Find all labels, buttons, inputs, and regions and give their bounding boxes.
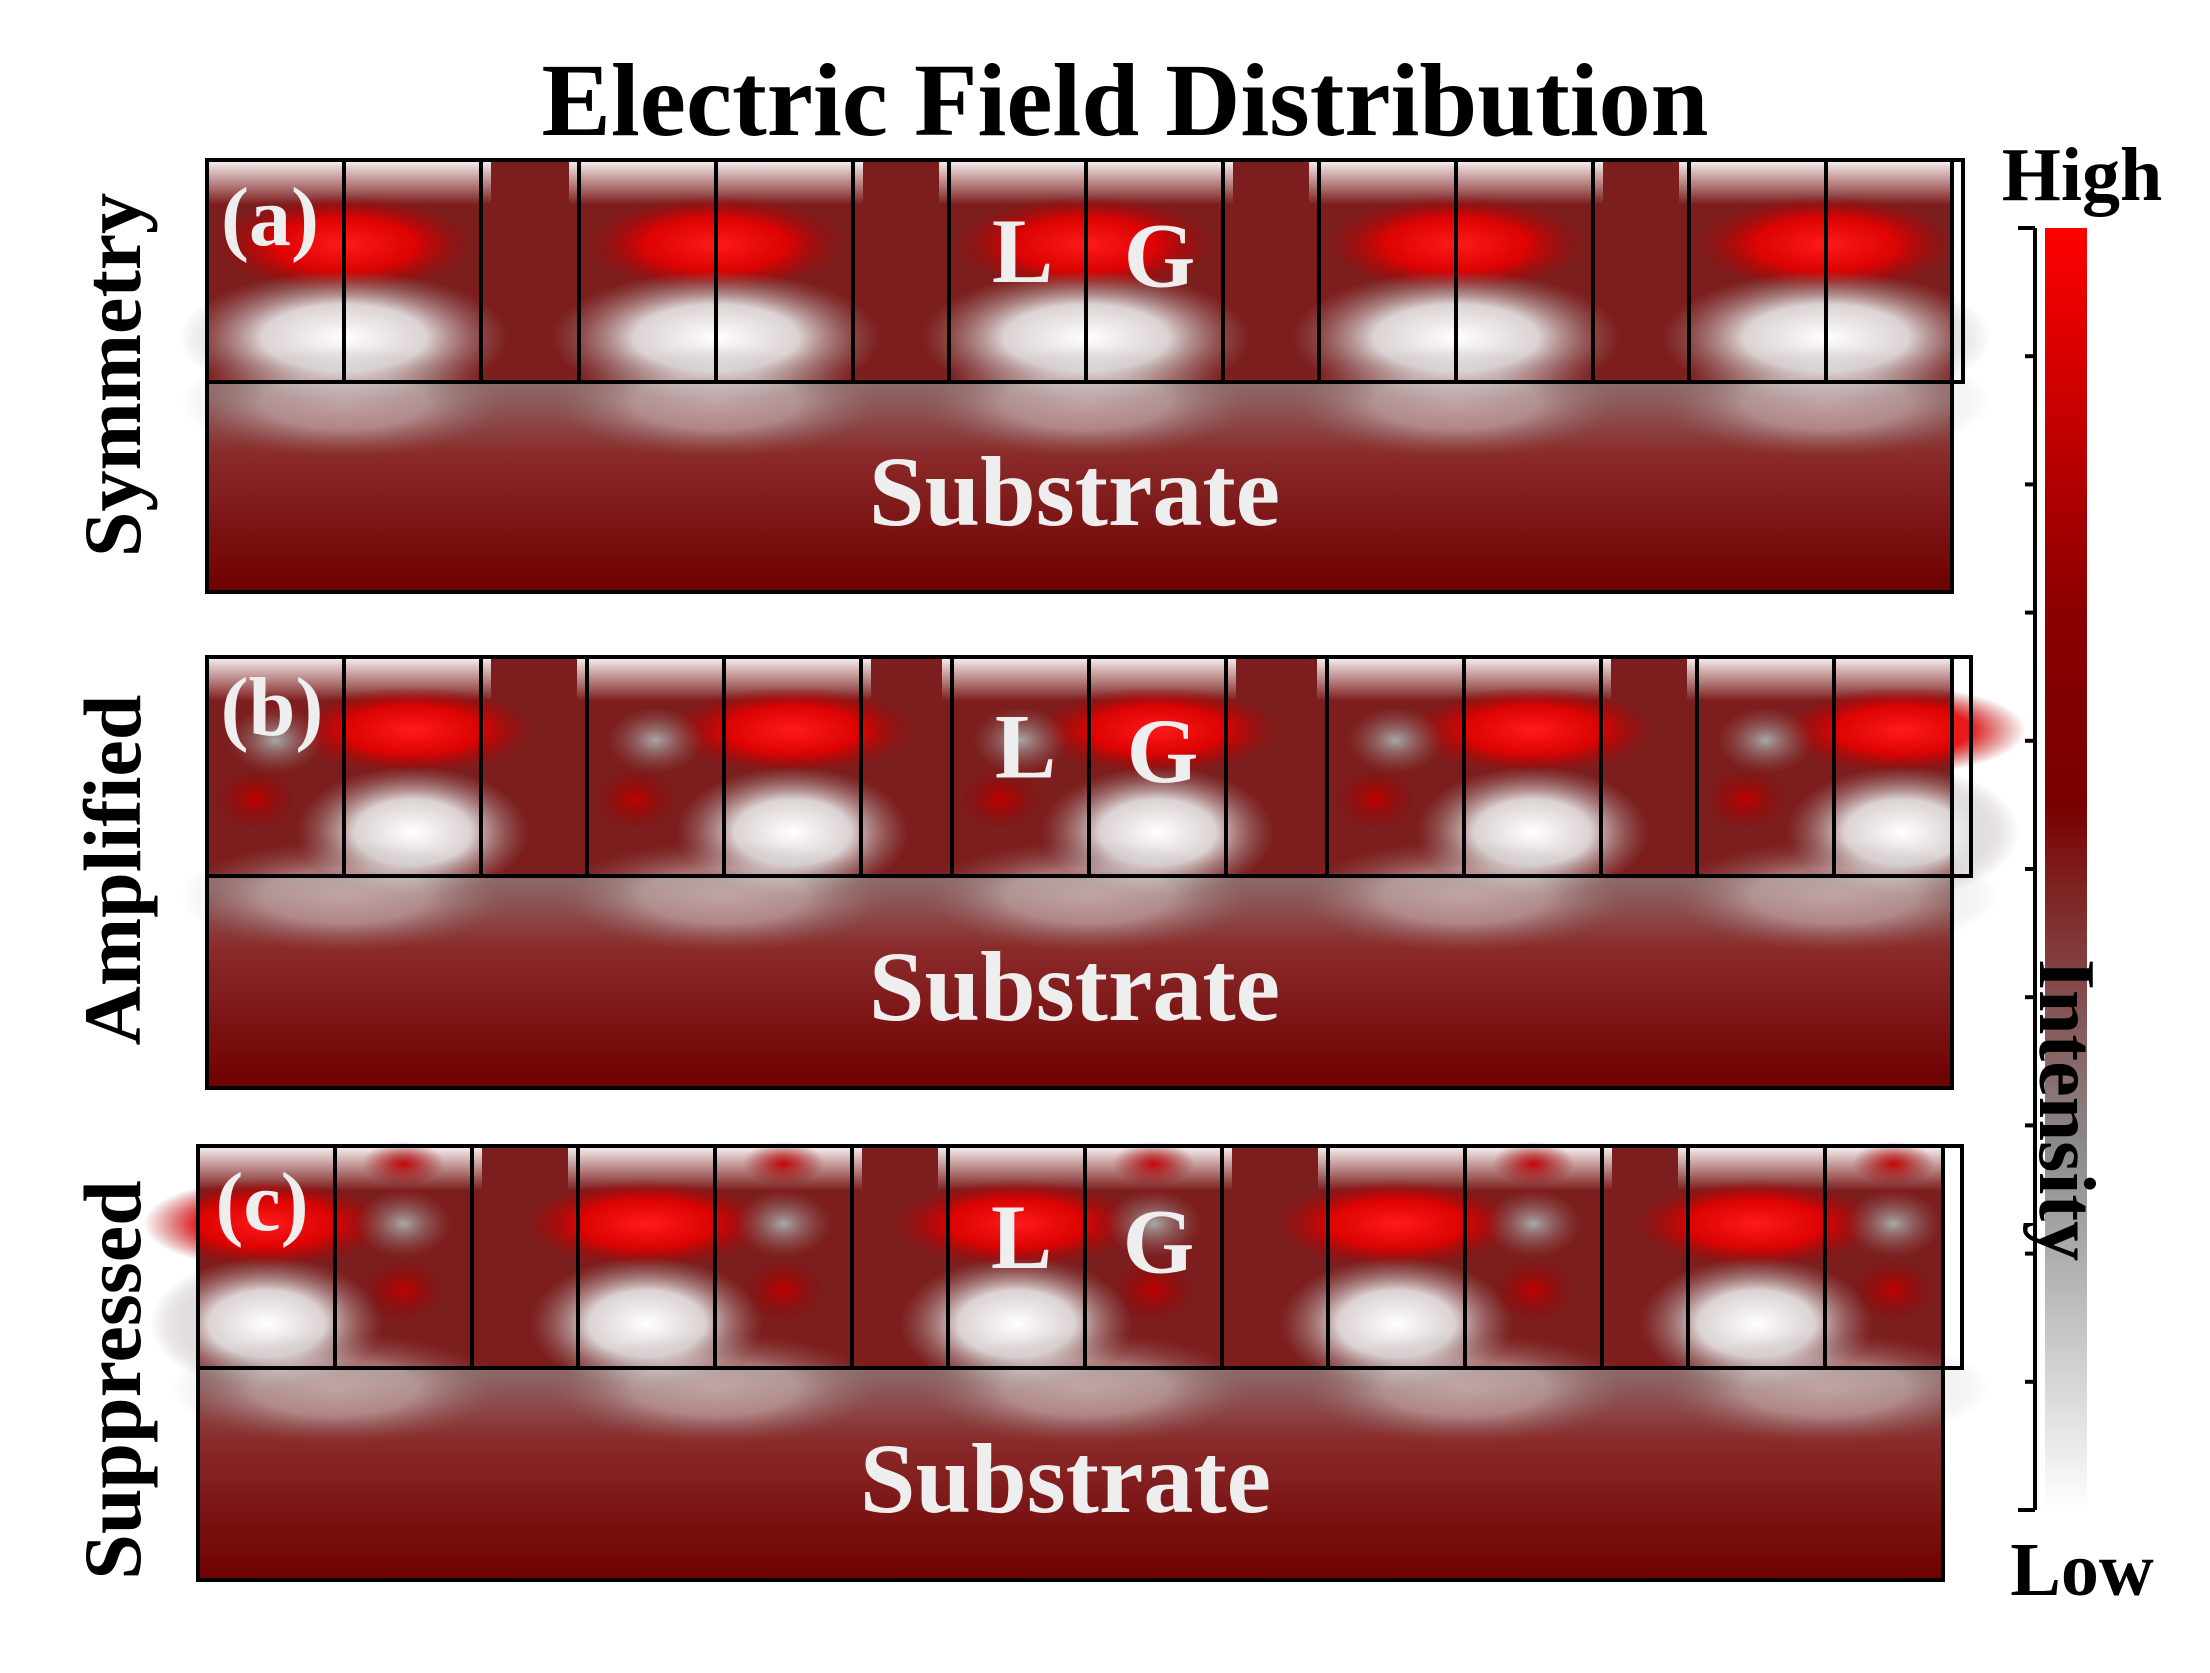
- cell-label-l: L: [992, 200, 1053, 302]
- cell-label-l: L: [995, 695, 1056, 797]
- substrate-region: [205, 874, 1954, 1090]
- cell-label-g: G: [1124, 205, 1196, 307]
- row-label-amplified: Amplified: [67, 695, 158, 1046]
- substrate-label: Substrate: [860, 1423, 1271, 1534]
- substrate-region: [196, 1366, 1945, 1582]
- colorbar-ticks: [2018, 226, 2035, 1512]
- colorbar-axis-label: Intensity: [2022, 959, 2110, 1261]
- row-label-suppressed: Suppressed: [67, 1180, 158, 1580]
- panel-tag: (c): [215, 1156, 308, 1249]
- colorbar-gradient: [2045, 228, 2087, 1510]
- substrate-region: [205, 380, 1954, 594]
- colorbar: High Low Intensity: [2002, 133, 2163, 1612]
- figure-title: Electric Field Distribution: [542, 43, 1709, 158]
- cell-label-g: G: [1123, 1191, 1195, 1293]
- row-label-symmetry: Symmetry: [67, 193, 158, 557]
- substrate-label: Substrate: [869, 931, 1280, 1042]
- substrate-label: Substrate: [869, 436, 1280, 547]
- row-labels: Symmetry Amplified Suppressed: [67, 193, 158, 1580]
- colorbar-high-label: High: [2002, 133, 2163, 217]
- panel-tag: (a): [221, 171, 319, 264]
- panel-tag: (b): [221, 661, 324, 754]
- cell-label-g: G: [1127, 700, 1199, 802]
- colorbar-low-label: Low: [2010, 1528, 2154, 1612]
- cell-label-l: L: [991, 1186, 1052, 1288]
